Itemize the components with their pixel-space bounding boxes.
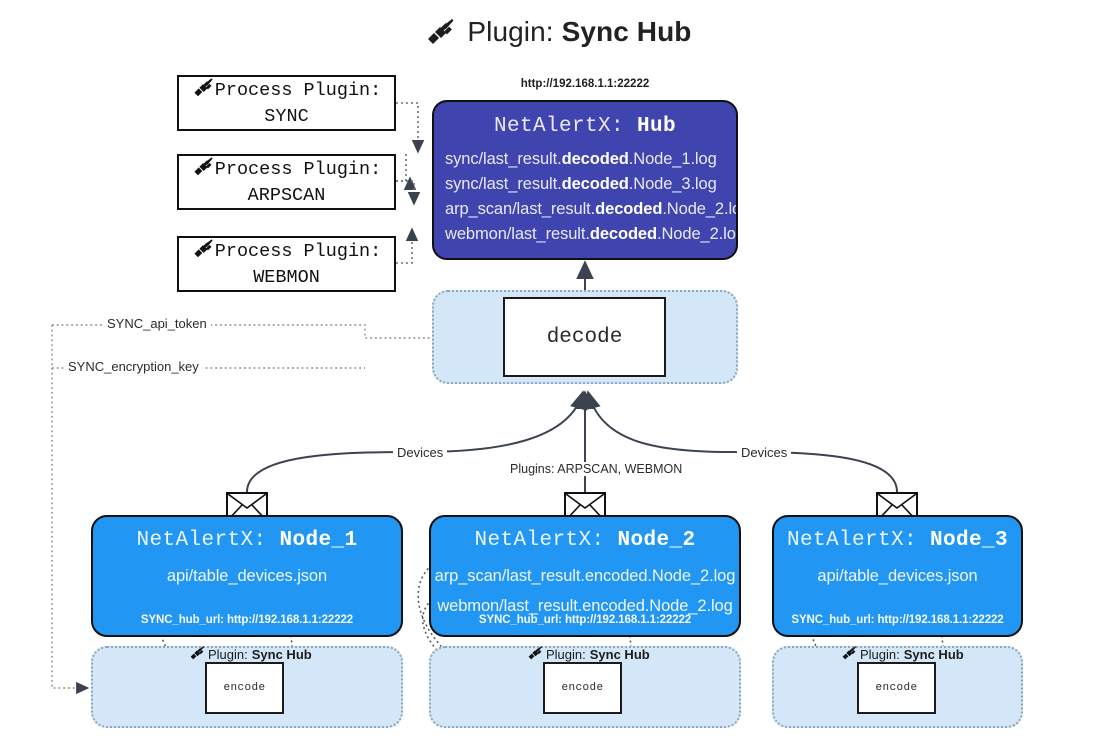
encode-plugin-name: Sync Hub <box>903 646 964 662</box>
plug-icon <box>192 77 214 105</box>
hub-log-post: .Node_2.log <box>657 225 738 243</box>
page-title-name: Sync Hub <box>561 16 692 47</box>
node-line-list: api/table_devices.json <box>93 561 401 591</box>
edge-label-plugins-mid: Plugins: ARPSCAN, WEBMON <box>506 462 687 476</box>
hub-log-row: sync/last_result.decoded.Node_1.log <box>434 147 736 172</box>
node-name-label: Node_3 <box>930 529 1009 552</box>
hub-log-post: .Node_3.log <box>628 175 717 193</box>
secret-label-encryption-key: SYNC_encryption_key <box>64 359 203 374</box>
decode-label: decode <box>546 325 623 349</box>
encode-plugin-label-1: Plugin: Sync Hub <box>189 645 312 663</box>
plug-icon <box>192 156 214 184</box>
hub-log-row: sync/last_result.decoded.Node_3.log <box>434 172 736 197</box>
process-plugin-name: WEBMON <box>253 267 320 288</box>
hub-app-label: NetAlertX: <box>493 115 624 138</box>
node-title: NetAlertX: Node_1 <box>93 529 401 552</box>
hub-url-label: http://192.168.1.1:22222 <box>520 78 650 90</box>
encode-label: encode <box>223 682 266 694</box>
plug-icon <box>189 645 205 663</box>
process-plugin-line1: Process Plugin: <box>192 77 382 105</box>
process-plugin-label: Process Plugin: <box>214 159 382 181</box>
node-line: arp_scan/last_result.encoded.Node_2.log <box>434 567 736 585</box>
node-line: webmon/last_result.encoded.Node_2.log <box>437 597 733 615</box>
page-title-prefix: Plugin: <box>467 16 554 47</box>
node-app-label: NetAlertX: <box>786 529 917 552</box>
node-hub-url: SYNC_hub_url: http://192.168.1.1:22222 <box>140 614 354 626</box>
plug-icon <box>192 238 214 266</box>
hub-log-mid: decoded <box>561 175 629 193</box>
node-hub-url: SYNC_hub_url: http://192.168.1.1:22222 <box>478 614 692 626</box>
encode-plugin-prefix: Plugin: <box>860 646 900 662</box>
node-name-label: Node_2 <box>617 529 696 552</box>
node-box-1[interactable]: NetAlertX: Node_1 api/table_devices.json… <box>91 515 403 637</box>
edge-label-devices-right: Devices <box>737 445 792 460</box>
node-line-list: api/table_devices.json <box>774 561 1021 591</box>
hub-log-mid: decoded <box>595 200 663 218</box>
node-name-label: Node_1 <box>279 529 358 552</box>
hub-name-label: Hub <box>637 115 677 138</box>
node-line: api/table_devices.json <box>166 567 328 585</box>
hub-log-pre: sync/last_result. <box>445 175 562 193</box>
process-plugin-name: ARPSCAN <box>247 185 326 206</box>
encode-plugin-label-2: Plugin: Sync Hub <box>527 645 650 663</box>
hub-log-list: sync/last_result.decoded.Node_1.log sync… <box>434 147 736 247</box>
plug-icon <box>841 645 857 663</box>
hub-log-post: .Node_2.log <box>662 200 736 218</box>
encode-plugin-prefix: Plugin: <box>546 646 586 662</box>
encode-plugin-name: Sync Hub <box>589 646 650 662</box>
secret-label-api-token: SYNC_api_token <box>103 316 211 331</box>
hub-log-row: webmon/last_result.decoded.Node_2.log <box>434 222 736 247</box>
process-plugin-name: SYNC <box>264 106 309 127</box>
encode-label: encode <box>875 682 918 694</box>
encode-plugin-label-3: Plugin: Sync Hub <box>841 645 964 663</box>
node-app-label: NetAlertX: <box>136 529 267 552</box>
hub-log-pre: sync/last_result. <box>445 150 562 168</box>
hub-log-mid: decoded <box>589 225 657 243</box>
plug-icon <box>425 17 455 52</box>
edge-label-devices-left: Devices <box>393 445 448 460</box>
hub-title: NetAlertX: Hub <box>434 115 736 138</box>
hub-log-pre: arp_scan/last_result. <box>445 200 596 218</box>
encode-plugin-prefix: Plugin: <box>208 646 248 662</box>
page-title: Plugin: Sync Hub <box>0 16 1117 52</box>
node-title: NetAlertX: Node_2 <box>431 529 739 552</box>
process-plugin-box-webmon[interactable]: Process Plugin: WEBMON <box>177 236 396 292</box>
node-hub-url: SYNC_hub_url: http://192.168.1.1:22222 <box>791 614 1004 626</box>
process-plugin-line1: Process Plugin: <box>192 156 382 184</box>
hub-box[interactable]: NetAlertX: Hub sync/last_result.decoded.… <box>432 100 738 260</box>
process-plugin-line1: Process Plugin: <box>192 238 382 266</box>
hub-log-row: arp_scan/last_result.decoded.Node_2.log <box>434 197 736 222</box>
encode-box-1[interactable]: encode <box>205 662 284 714</box>
encode-box-2[interactable]: encode <box>543 662 622 714</box>
encode-box-3[interactable]: encode <box>857 662 936 714</box>
hub-log-post: .Node_1.log <box>628 150 717 168</box>
node-box-3[interactable]: NetAlertX: Node_3 api/table_devices.json… <box>772 515 1023 637</box>
decode-box[interactable]: decode <box>503 297 666 377</box>
process-plugin-label: Process Plugin: <box>214 80 382 102</box>
node-line: api/table_devices.json <box>817 567 978 585</box>
node-line-list: arp_scan/last_result.encoded.Node_2.log … <box>431 561 739 621</box>
node-title: NetAlertX: Node_3 <box>774 529 1021 552</box>
process-plugin-box-arpscan[interactable]: Process Plugin: ARPSCAN <box>177 154 396 210</box>
encode-plugin-name: Sync Hub <box>251 646 312 662</box>
hub-log-mid: decoded <box>561 150 629 168</box>
plug-icon <box>527 645 543 663</box>
encode-label: encode <box>561 682 604 694</box>
node-box-2[interactable]: NetAlertX: Node_2 arp_scan/last_result.e… <box>429 515 741 637</box>
process-plugin-label: Process Plugin: <box>214 241 382 263</box>
node-app-label: NetAlertX: <box>474 529 605 552</box>
hub-log-pre: webmon/last_result. <box>445 225 590 243</box>
process-plugin-box-sync[interactable]: Process Plugin: SYNC <box>177 75 396 131</box>
